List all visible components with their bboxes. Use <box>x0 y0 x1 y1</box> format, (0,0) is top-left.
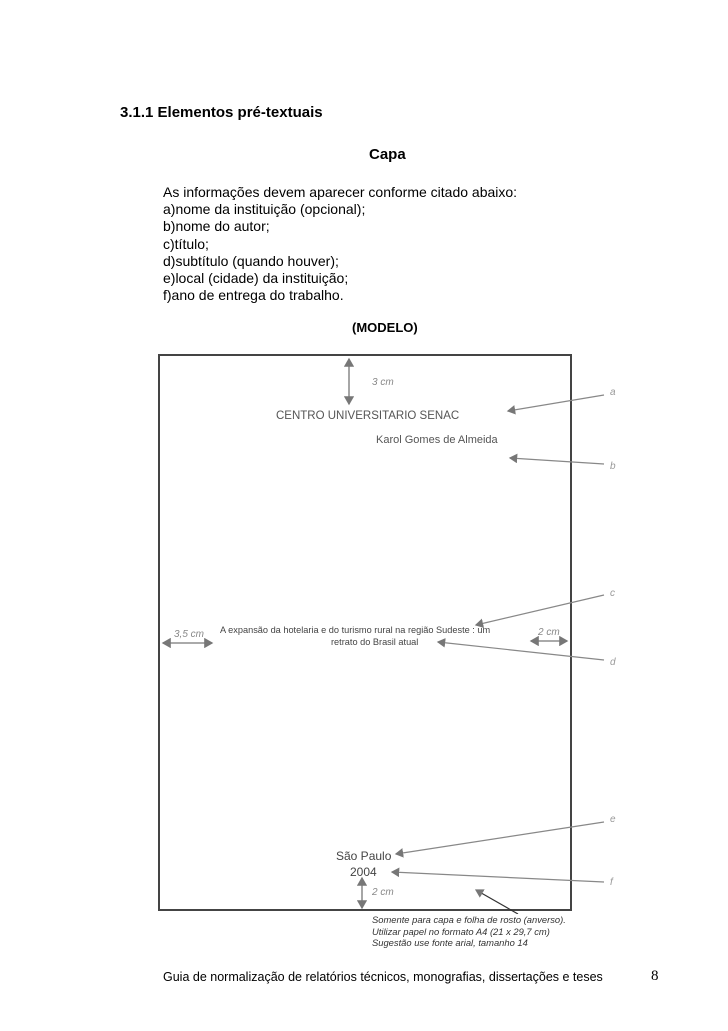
pointer-arrow-c <box>474 594 605 629</box>
pointer-letter-b: b <box>610 461 616 472</box>
right-margin-label: 2 cm <box>537 627 560 638</box>
list-lead: As informações devem aparecer conforme c… <box>163 184 518 200</box>
note-line: Utilizar papel no formato A4 (21 x 29,7 … <box>372 925 550 937</box>
note-line: Somente para capa e folha de rosto (anve… <box>372 914 566 925</box>
city-name: São Paulo <box>336 849 392 863</box>
work-title-line2: retrato do Brasil atual <box>331 637 418 647</box>
pointer-letter-c: c <box>610 588 615 599</box>
pointer-arrow-a <box>506 394 605 415</box>
pointer-letter-f: f <box>610 877 614 888</box>
author-name: Karol Gomes de Almeida <box>376 434 499 446</box>
usage-note: Somente para capa e folha de rosto (anve… <box>372 914 566 949</box>
pointer-arrow-b <box>508 453 605 465</box>
cover-model-diagram: 3 cm CENTRO UNIVERSITARIO SENAC Karol Go… <box>158 354 616 914</box>
bottom-margin-label: 2 cm <box>371 887 394 898</box>
work-title-line1: A expansão da hotelaria e do turismo rur… <box>220 625 491 635</box>
pointer-letter-e: e <box>610 814 616 825</box>
list-item: b)nome do autor; <box>163 218 270 235</box>
pointer-arrow-f <box>390 867 605 883</box>
section-title: 3.1.1 Elementos pré-textuais <box>120 104 323 121</box>
model-label: (MODELO) <box>352 320 418 335</box>
note-pointer-arrow <box>474 889 519 914</box>
institution-name: CENTRO UNIVERSITARIO SENAC <box>276 410 459 422</box>
pointer-arrow-e <box>394 821 605 858</box>
list-item: e)local (cidade) da instituição; <box>163 270 349 287</box>
list-item: a)nome da instituição (opcional); <box>163 201 366 218</box>
cover-elements-list: As informações devem aparecer conforme c… <box>163 184 517 304</box>
page-number: 8 <box>651 968 659 984</box>
left-margin-label: 3,5 cm <box>174 629 204 640</box>
top-margin-label: 3 cm <box>372 377 394 388</box>
list-item: f)ano de entrega do trabalho. <box>163 287 344 304</box>
list-item: c)título; <box>163 235 209 252</box>
pointer-letter-d: d <box>610 657 616 668</box>
cover-model-figure: 3 cm CENTRO UNIVERSITARIO SENAC Karol Go… <box>158 354 628 914</box>
page-frame <box>158 354 572 911</box>
year: 2004 <box>350 865 377 879</box>
footer-text: Guia de normalização de relatórios técni… <box>163 970 603 984</box>
list-item: d)subtítulo (quando houver); <box>163 252 339 269</box>
pointer-letter-a: a <box>610 387 616 398</box>
pointer-arrow-d <box>436 638 605 661</box>
note-line: Sugestão use fonte arial, tamanho 14 <box>372 937 528 948</box>
cover-heading: Capa <box>369 146 406 163</box>
